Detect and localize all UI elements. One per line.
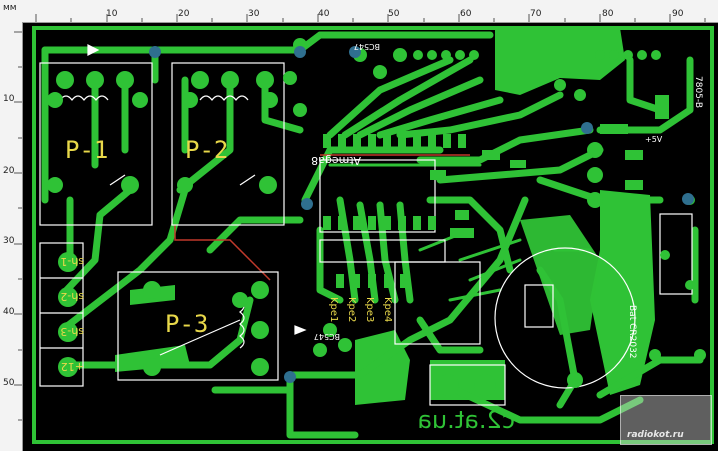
top-tick-label: 90 <box>672 9 684 19</box>
voltage-label: +5V <box>645 135 663 144</box>
driver-label-1: Kpe1 <box>328 297 339 322</box>
connector-label-sh2: sh-2 <box>60 290 84 303</box>
driver-label-2: Kpe2 <box>346 297 357 322</box>
regulator-label: 7805-B <box>693 76 703 108</box>
transistor-label-bottom: BC547 <box>314 332 340 341</box>
connector-label-sh3: sh-3 <box>60 325 84 338</box>
left-ruler-ticks <box>14 31 22 421</box>
left-tick-label: 30 <box>3 236 15 246</box>
relay-label-p2: P-2 <box>185 136 228 164</box>
top-tick-label: 40 <box>318 9 330 19</box>
top-tick-label: 70 <box>530 9 542 19</box>
left-tick-label: 50 <box>3 378 15 388</box>
top-ruler-ticks <box>35 14 706 22</box>
left-tick-label: 40 <box>3 307 15 317</box>
mcu-label: Atmega8 <box>311 154 361 167</box>
connector-label-sh1: sh-1 <box>60 255 84 268</box>
ruler-unit-label: мм <box>3 3 17 13</box>
top-tick-label: 80 <box>602 9 614 19</box>
top-tick-label: 10 <box>106 9 118 19</box>
domain-text: c2.at.ua <box>417 406 515 434</box>
watermark-text: radiokot.ru <box>627 430 684 440</box>
watermark-logo: radiokot.ru <box>620 395 712 445</box>
top-tick-label: 50 <box>388 9 400 19</box>
top-tick-label: 20 <box>178 9 190 19</box>
relay-label-p1: P-1 <box>65 136 108 164</box>
left-tick-label: 10 <box>3 94 15 104</box>
top-tick-label: 30 <box>248 9 260 19</box>
left-ruler: 10 20 30 40 50 <box>0 22 23 451</box>
transistor-label-top: BC547 <box>354 42 380 51</box>
relay-label-p3: P-3 <box>165 310 208 338</box>
top-ruler: мм 10 20 30 40 50 60 70 80 90 <box>0 0 718 23</box>
battery-label: Bat CR2032 <box>627 305 637 359</box>
connector-label-power: +12 <box>61 360 84 373</box>
pcb-canvas[interactable]: P-1 P-2 P-3 sh-1 sh-2 sh-3 +12 Atmega8 B… <box>23 23 718 451</box>
driver-label-4: Kpe4 <box>382 297 393 322</box>
top-tick-label: 60 <box>460 9 472 19</box>
driver-label-3: Kpe3 <box>364 297 375 322</box>
left-tick-label: 20 <box>3 166 15 176</box>
